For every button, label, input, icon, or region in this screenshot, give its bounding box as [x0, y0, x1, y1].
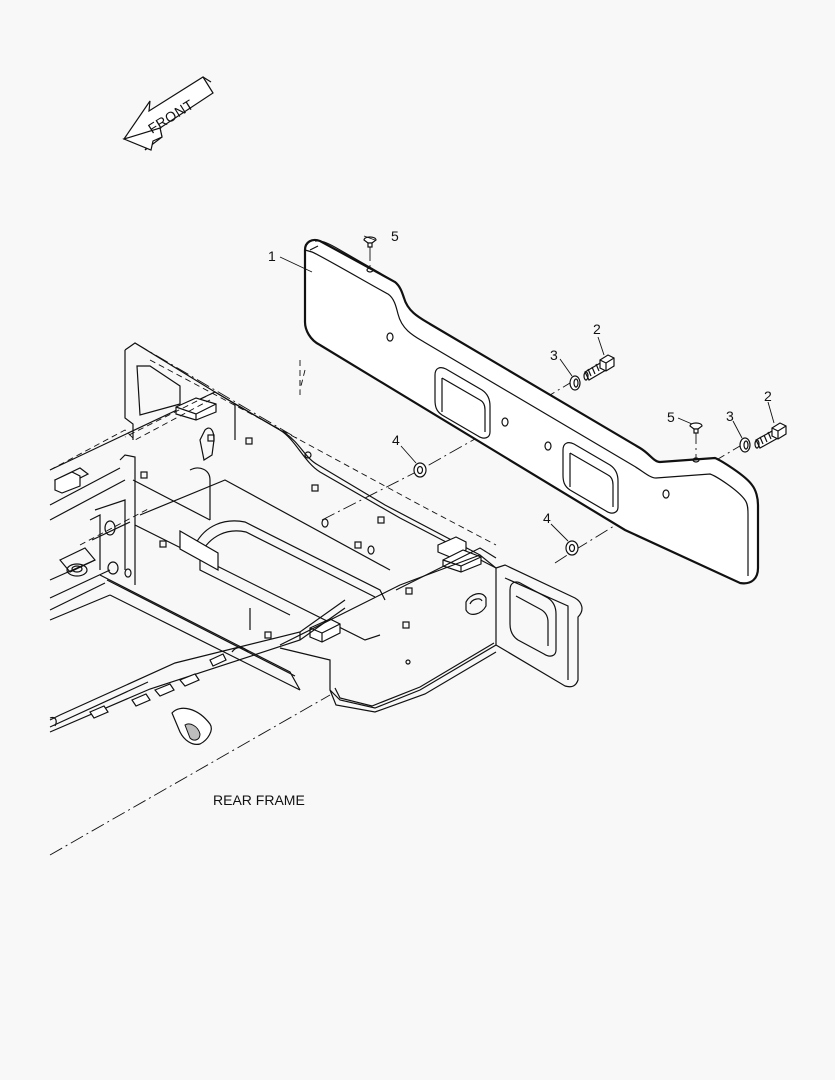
- frame-hidden-lines: [49, 359, 497, 546]
- callout-bolt-right: 2: [764, 388, 772, 404]
- callout-washer-left: 4: [392, 432, 400, 448]
- callout-plug-top: 5: [391, 228, 399, 244]
- leader-lines: [279, 235, 775, 542]
- callout-washer-lower: 4: [543, 510, 551, 526]
- callout-plug-right: 5: [667, 409, 675, 425]
- bolt-right: [754, 422, 787, 449]
- washer-right: [739, 437, 751, 453]
- counterweight: [303, 238, 760, 585]
- callout-washer-upper: 3: [550, 347, 558, 363]
- washer-upper: [569, 375, 581, 391]
- rear-frame: [49, 342, 583, 745]
- plug-right: [689, 422, 703, 434]
- washer-lower: [565, 540, 579, 556]
- washer-left: [413, 462, 427, 478]
- plug-top: [363, 236, 377, 248]
- front-direction-arrow: FRONT: [122, 76, 214, 151]
- bolt-upper: [583, 354, 615, 381]
- callout-washer-right: 3: [726, 408, 734, 424]
- callout-labels: 1 5 2 3 2 3 5 4 4: [268, 228, 772, 526]
- callout-counterweight: 1: [268, 248, 276, 264]
- callout-bolt-upper: 2: [593, 321, 601, 337]
- rear-frame-label: REAR FRAME: [213, 792, 305, 808]
